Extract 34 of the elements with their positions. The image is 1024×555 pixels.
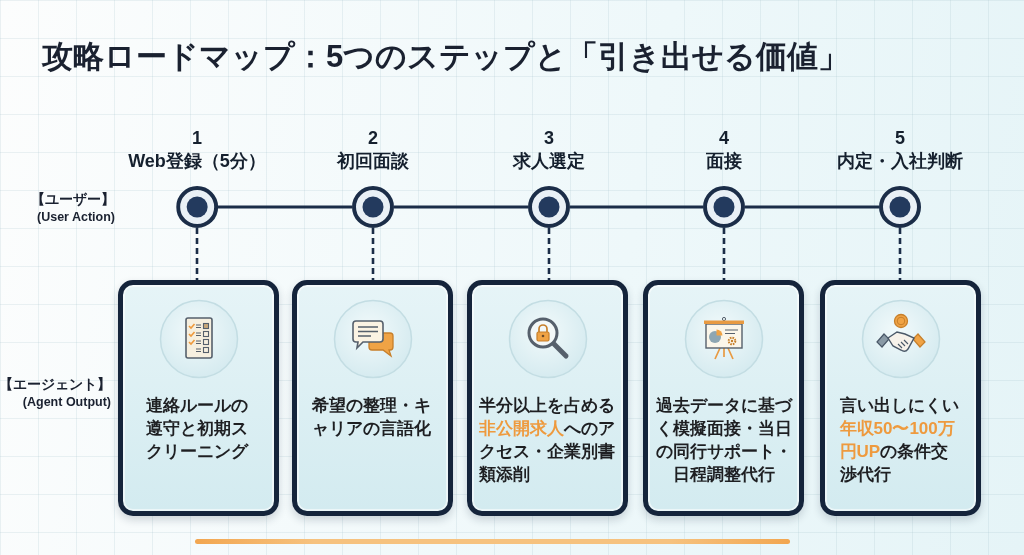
timeline-line [218, 205, 352, 209]
dashed-connector [898, 228, 902, 280]
step-title: 初回面談 [337, 150, 409, 173]
row-label: 【エージェント】 [0, 375, 111, 393]
step-number: 4 [719, 127, 729, 149]
timeline-line [570, 205, 703, 209]
row-sublabel: (User Action) [37, 209, 115, 225]
card-description: 希望の整理・キャリアの言語化 [311, 395, 432, 440]
row-sublabel: (Agent Output) [22, 394, 111, 410]
dashed-connector [371, 228, 375, 280]
step-number: 3 [544, 127, 554, 149]
row-label: 【ユーザー】 [31, 190, 115, 208]
card-description: 連絡ルールの遵守と初期スクリーニング [145, 395, 250, 463]
timeline-line [745, 205, 879, 209]
step-card [118, 280, 279, 516]
dashed-connector [195, 228, 199, 280]
step-number: 1 [192, 127, 202, 149]
step-card [467, 280, 628, 516]
step-title: 内定・入社判断 [837, 150, 963, 173]
dashed-connector [722, 228, 726, 280]
card-description: 半分以上を占める非公開求人へのアクセス・企業別書類添削 [478, 395, 616, 486]
step-card [643, 280, 804, 516]
step-number: 2 [368, 127, 378, 149]
step-title: 面接 [706, 150, 742, 173]
step-number: 5 [895, 127, 905, 149]
timeline-line [394, 205, 528, 209]
card-description: 言い出しにくい年収50〜100万円UPの条件交渉代行 [839, 395, 960, 486]
page-title: 攻略ロードマップ：5つのステップと「引き出せる価値」 [42, 38, 850, 76]
step-card [820, 280, 981, 516]
card-description: 過去データに基づく模擬面接・当日の同行サポート・日程調整代行 [654, 395, 793, 486]
dashed-connector [547, 228, 551, 280]
step-title: Web登録（5分） [128, 150, 266, 173]
step-card [292, 280, 453, 516]
step-title: 求人選定 [513, 150, 585, 173]
